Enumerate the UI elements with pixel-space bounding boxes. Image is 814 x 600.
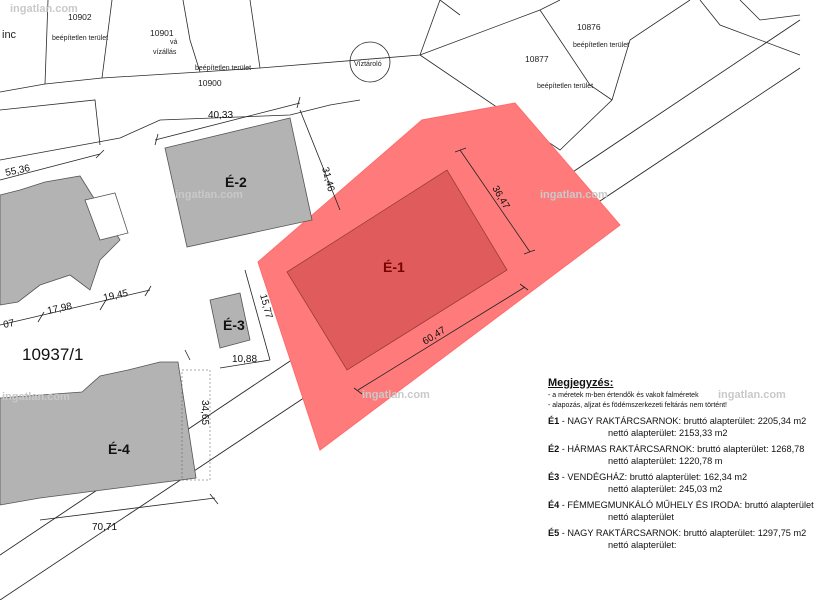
legend-entry-e2: É2 - HÁRMAS RAKTÁRCSARNOK: bruttó alapte…: [548, 444, 804, 467]
legend-net: nettó alapterület:: [608, 539, 677, 550]
watermark-2: ingatlan.com: [540, 189, 608, 201]
legend-text: - FÉMMEGMUNKÁLÓ MŰHELY ÉS IRODA: bruttó …: [559, 500, 814, 510]
building-left-complex: [0, 175, 129, 306]
parcel-10937-number: 10937/1: [22, 345, 83, 364]
watermark-3: ingatlan.com: [2, 391, 70, 403]
dim-55-36: 55,36: [4, 163, 31, 179]
watermark-1: ingatlan.com: [175, 189, 243, 201]
legend-text: - VENDÉGHÁZ: bruttó alapterület: 162,34 …: [559, 472, 748, 482]
legend-entry-e5: É5 - NAGY RAKTÁRCSARNOK: bruttó alapterü…: [548, 528, 806, 551]
notes-line-1: - a méretek m-ben értendők és vakolt fal…: [548, 392, 699, 399]
parcel-10902-note: beépítetlen terület: [52, 35, 108, 42]
legend-text: - HÁRMAS RAKTÁRCSARNOK: bruttó alapterül…: [559, 444, 805, 454]
legend-entry-e4: É4 - FÉMMEGMUNKÁLÓ MŰHELY ÉS IRODA: brut…: [548, 500, 814, 523]
legend-text: - NAGY RAKTÁRCSARNOK: bruttó alapterület…: [559, 416, 807, 426]
left-fragment-label: inc: [2, 29, 17, 41]
building-e4-dim-box: [181, 369, 211, 481]
building-e3: [209, 292, 251, 349]
watermark-5: ingatlan.com: [718, 389, 786, 401]
dim-31-46: 31,46: [319, 166, 336, 193]
parcel-10877-number: 10877: [525, 54, 549, 64]
legend-entry-e3: É3 - VENDÉGHÁZ: bruttó alapterület: 162,…: [548, 472, 800, 495]
legend-net: nettó alapterület: 2153,33 m2: [608, 427, 728, 438]
parcel-10900-number: 10900: [198, 78, 222, 88]
building-e2: [164, 117, 313, 248]
parcel-10876-number: 10876: [577, 22, 601, 32]
legend-net: nettó alapterület: 1220,78 m: [608, 455, 723, 466]
legend-net: nettó alapterület: 245,03 m2: [608, 483, 723, 494]
dim-19-45: 19,45: [102, 288, 129, 304]
legend-code: É3: [548, 472, 560, 482]
legend-text: - NAGY RAKTÁRCSARNOK: bruttó alapterület…: [559, 528, 807, 538]
building-e1: [286, 169, 508, 371]
legend-code: É5: [548, 528, 560, 538]
building-e4: [0, 361, 197, 506]
dim-10-88: 10,88: [232, 354, 257, 365]
dim-17-98: 17,98: [46, 301, 73, 317]
parcel-10877-note: beépítetlen terület: [537, 83, 593, 90]
notes-line-2: - alapozás, aljzat és födémszerkezeti fe…: [548, 402, 727, 409]
legend-entry-e1: É1 - NAGY RAKTÁRCSARNOK: bruttó alapterü…: [548, 416, 806, 439]
legend-code: É1: [548, 416, 560, 426]
water-tank-symbol: [349, 41, 391, 83]
parcel-10901-va: vá: [170, 39, 178, 46]
legend-net: nettó alapterület: [608, 511, 674, 522]
building-e2-label: É-2: [225, 174, 247, 190]
dim-40-33: 40,33: [208, 110, 233, 121]
building-e4-label: É-4: [108, 441, 130, 457]
parcel-10902-number: 10902: [68, 12, 92, 22]
watermark-6: ingatlan.com: [10, 3, 78, 15]
dim-07: 07: [2, 318, 16, 331]
dimension-lines: [0, 96, 536, 521]
parcel-10900-note: beépítetlen terület: [195, 65, 251, 72]
legend-notes: Megjegyzés: - a méretek m-ben értendők é…: [548, 377, 814, 600]
legend-code: É4: [548, 500, 560, 510]
watermark-4: ingatlan.com: [362, 389, 430, 401]
building-e3-label: É-3: [223, 317, 245, 333]
parcel-boundaries: [0, 0, 801, 161]
notes-title: Megjegyzés:: [548, 377, 614, 389]
legend-code: É2: [548, 444, 560, 454]
dim-70-71: 70,71: [92, 522, 117, 533]
parcel-10876-note: beépítetlen terület: [573, 42, 629, 49]
dim-34-65: 34,65: [199, 400, 210, 425]
water-tank-label: Víztároló: [354, 61, 382, 68]
parcel-10901-number: 10901: [150, 28, 174, 38]
building-e1-label: É-1: [383, 259, 405, 275]
parcel-10901-water: vízállás: [153, 49, 177, 56]
